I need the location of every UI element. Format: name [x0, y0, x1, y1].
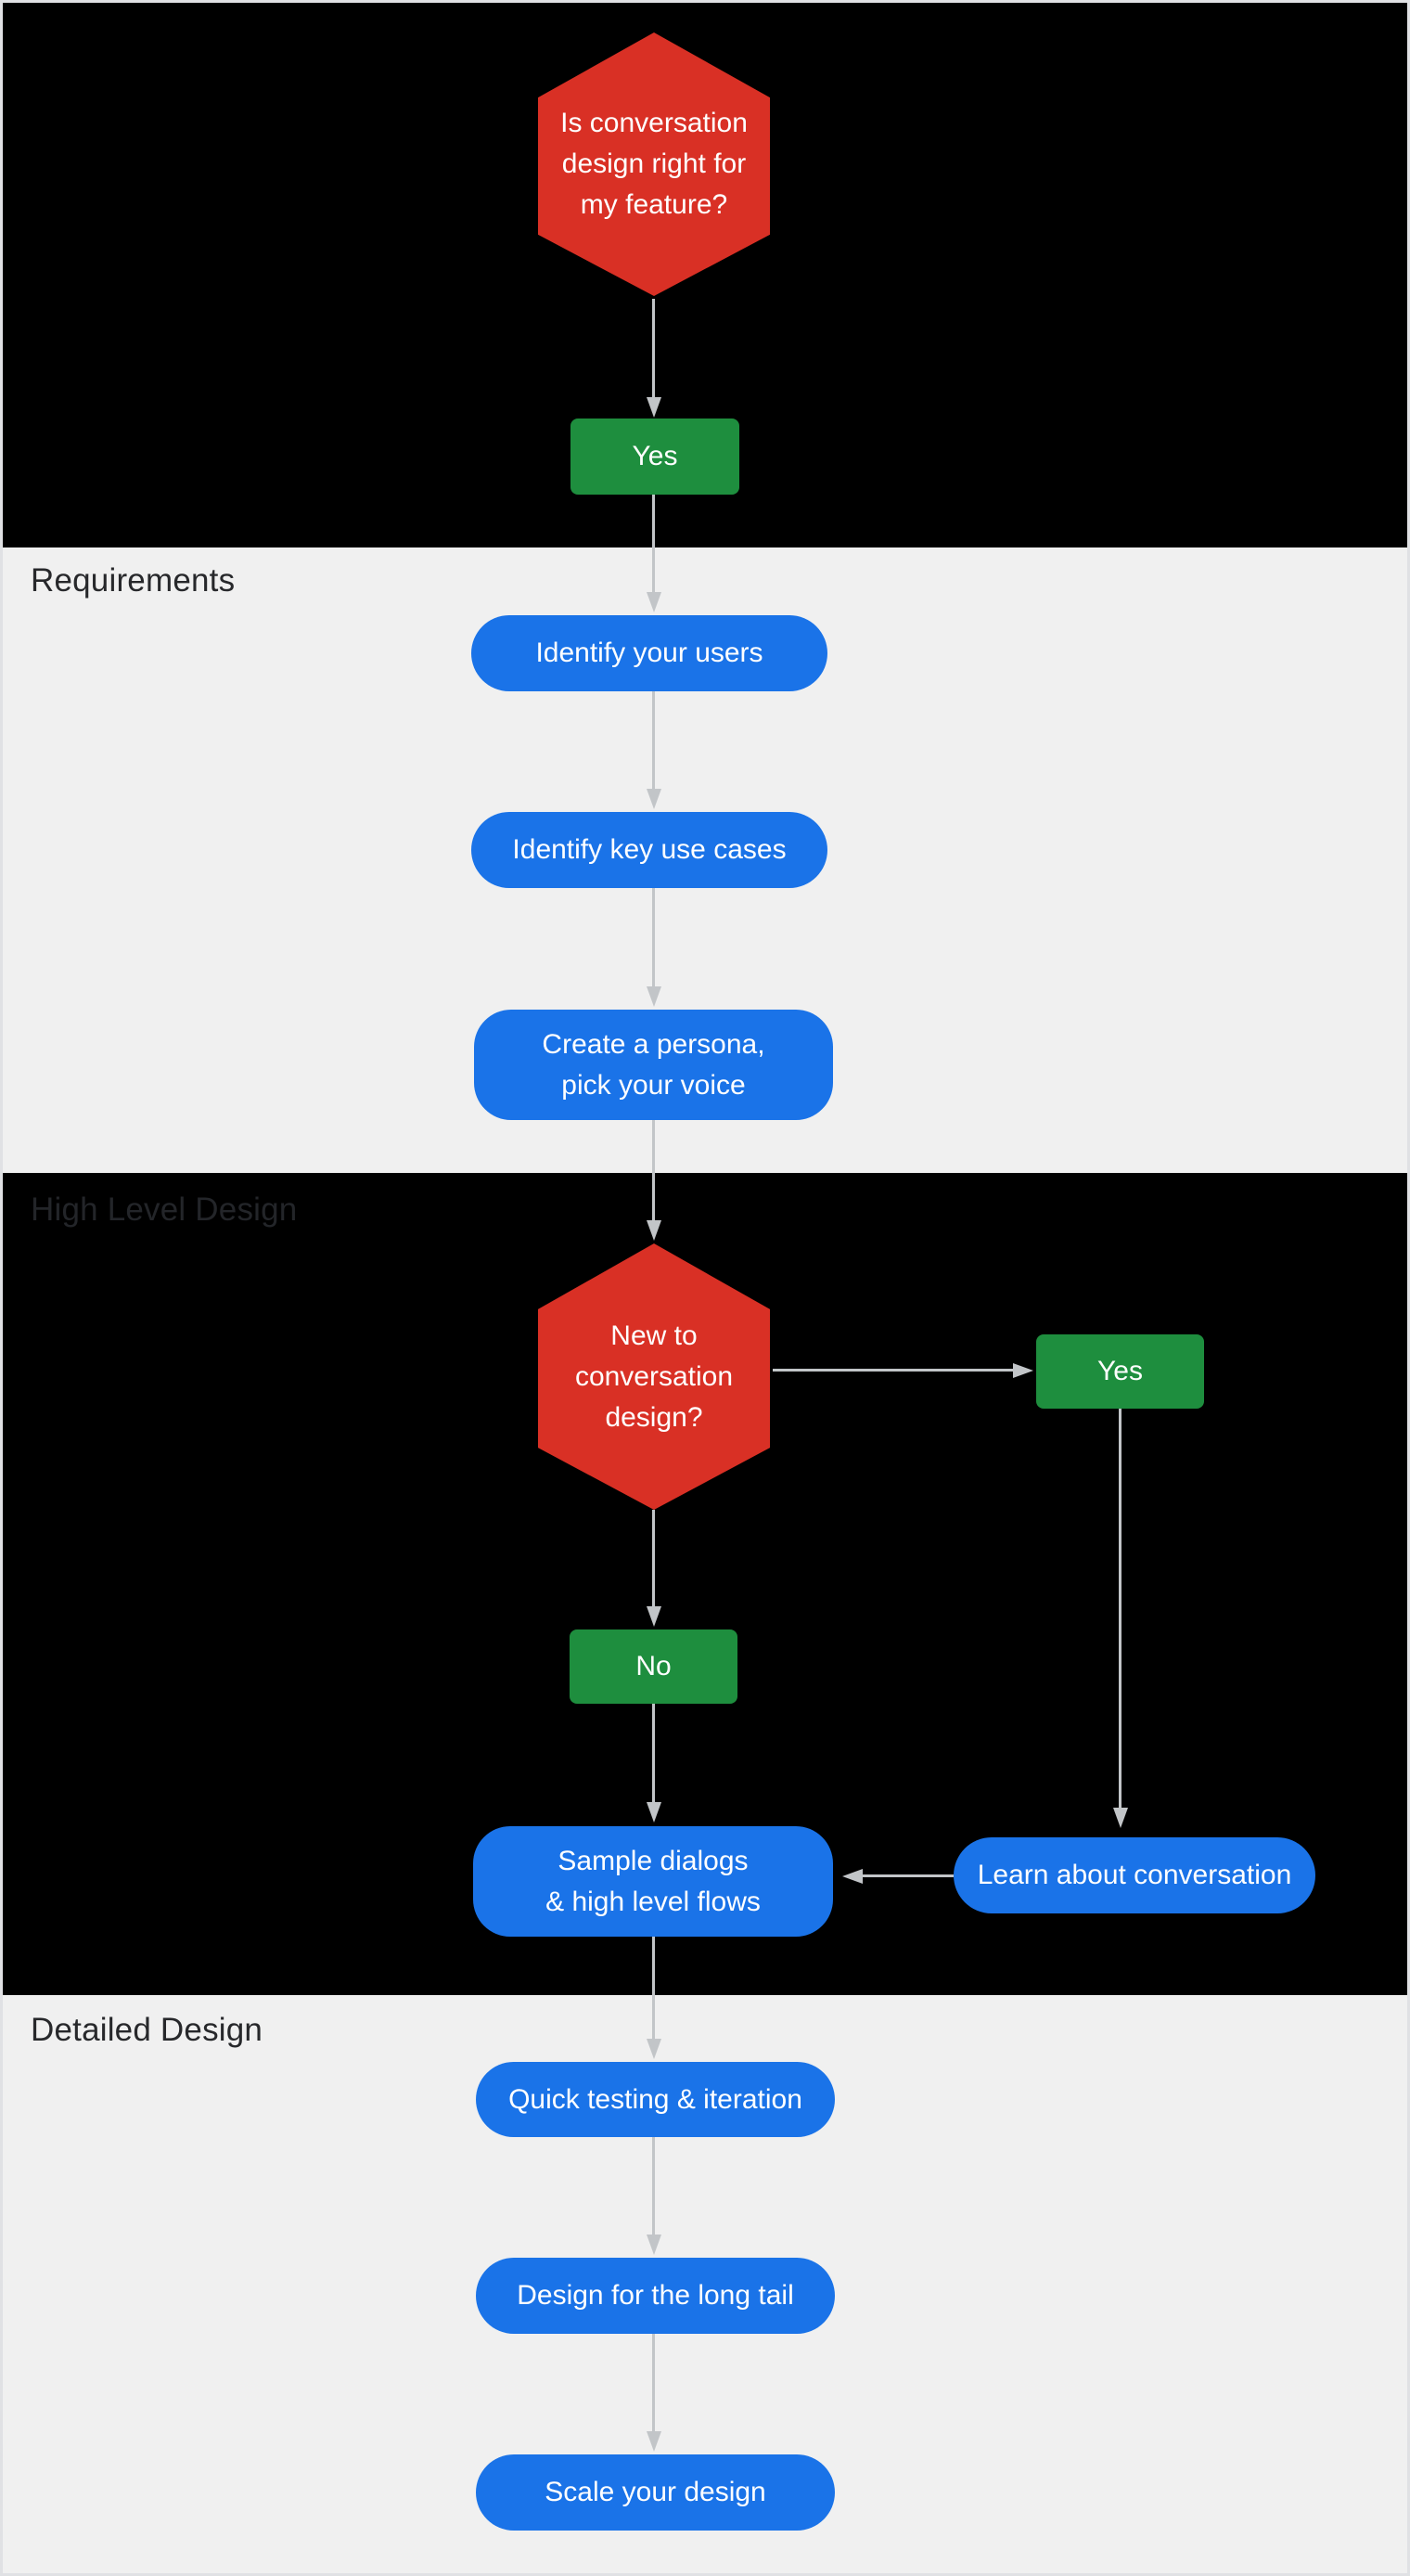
arrow-down-icon — [647, 397, 661, 418]
step-text-line: Create a persona, — [542, 1028, 765, 1060]
section-label-requirements: Requirements — [31, 562, 236, 599]
connector-hex1-to-yes — [652, 299, 655, 399]
connector-no-to-sample-dialogs — [652, 1704, 655, 1803]
step-sample-dialogs-high-level-flows[interactable]: Sample dialogs & high level flows — [473, 1826, 833, 1937]
yes-button-right[interactable]: Yes — [1036, 1334, 1204, 1409]
section-label-high-level-design: High Level Design — [31, 1191, 298, 1228]
step-text-line: Sample dialogs — [558, 1845, 749, 1876]
arrow-left-icon — [842, 1869, 863, 1884]
arrow-down-icon — [647, 986, 661, 1007]
step-identify-key-use-cases[interactable]: Identify key use cases — [471, 812, 827, 888]
decision-text-line: design? — [605, 1401, 703, 1433]
connector-yes-right-to-learn — [1119, 1409, 1122, 1809]
step-scale-your-design[interactable]: Scale your design — [476, 2454, 835, 2531]
arrow-down-icon — [647, 2235, 661, 2255]
step-text-line: pick your voice — [561, 1069, 746, 1101]
arrow-down-icon — [647, 1802, 661, 1823]
yes-button-top[interactable]: Yes — [570, 419, 739, 495]
connector-sample-to-quick-testing — [652, 1937, 655, 2040]
step-create-persona-pick-voice[interactable]: Create a persona, pick your voice — [474, 1010, 833, 1120]
decision-text-line: New to — [610, 1320, 698, 1351]
step-quick-testing-iteration[interactable]: Quick testing & iteration — [476, 2062, 835, 2137]
arrow-down-icon — [647, 2431, 661, 2452]
arrow-down-icon — [647, 1606, 661, 1627]
arrow-down-icon — [647, 2039, 661, 2059]
arrow-down-icon — [647, 1220, 661, 1241]
connector-quick-to-long-tail — [652, 2137, 655, 2235]
decision-text-line: conversation — [574, 1360, 734, 1392]
connector-long-tail-to-scale — [652, 2334, 655, 2432]
step-learn-about-conversation[interactable]: Learn about conversation — [954, 1837, 1315, 1913]
step-design-for-long-tail[interactable]: Design for the long tail — [476, 2258, 835, 2334]
arrow-down-icon — [647, 592, 661, 612]
connector-use-cases-to-persona — [652, 888, 655, 987]
step-text-line: & high level flows — [545, 1886, 761, 1917]
arrow-right-icon — [1013, 1363, 1033, 1378]
decision-text-line: design right for — [561, 148, 747, 179]
no-button[interactable]: No — [570, 1629, 737, 1704]
arrow-down-icon — [1113, 1808, 1128, 1828]
connector-hex2-to-no — [652, 1510, 655, 1607]
decision-text-line: my feature? — [580, 189, 728, 220]
connector-yes-to-identify-users — [652, 495, 655, 593]
connector-identify-users-to-use-cases — [652, 691, 655, 790]
connector-learn-to-sample-dialogs — [863, 1874, 954, 1877]
decision-text-line: Is conversation — [560, 108, 748, 138]
connector-persona-to-hex2 — [652, 1120, 655, 1221]
decision-new-to-conversation-design: New to conversation design? — [538, 1243, 770, 1510]
section-label-detailed-design: Detailed Design — [31, 2012, 263, 2048]
connector-hex2-to-yes-right — [773, 1369, 1014, 1372]
decision-is-conversation-design-right: Is conversation design right for my feat… — [538, 32, 770, 296]
arrow-down-icon — [647, 789, 661, 809]
step-identify-your-users[interactable]: Identify your users — [471, 615, 827, 691]
